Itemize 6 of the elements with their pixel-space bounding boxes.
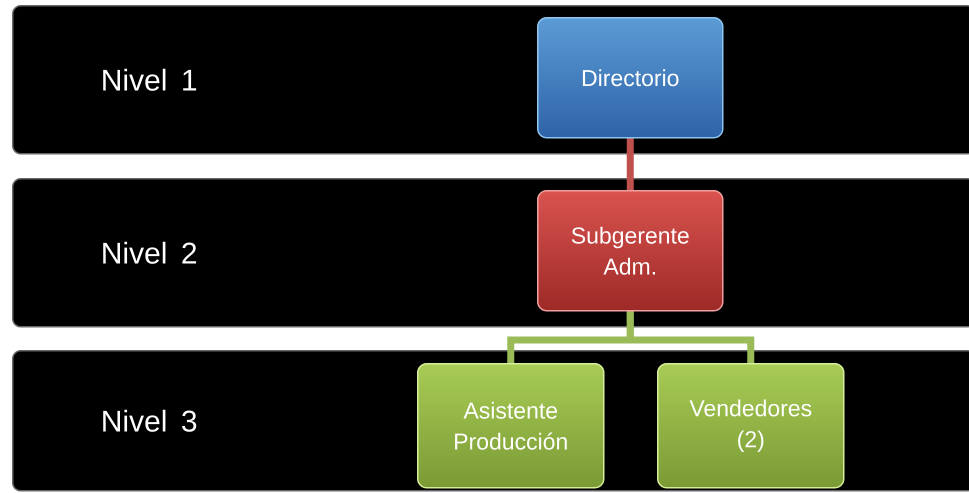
org-box: Asistente Producción [417,363,604,488]
org-box: Subgerente Adm. [537,190,724,312]
org-box: Directorio [537,17,724,138]
connector-line [626,312,754,363]
org-box: Vendedores (2) [657,363,844,488]
connector-line [626,138,634,190]
